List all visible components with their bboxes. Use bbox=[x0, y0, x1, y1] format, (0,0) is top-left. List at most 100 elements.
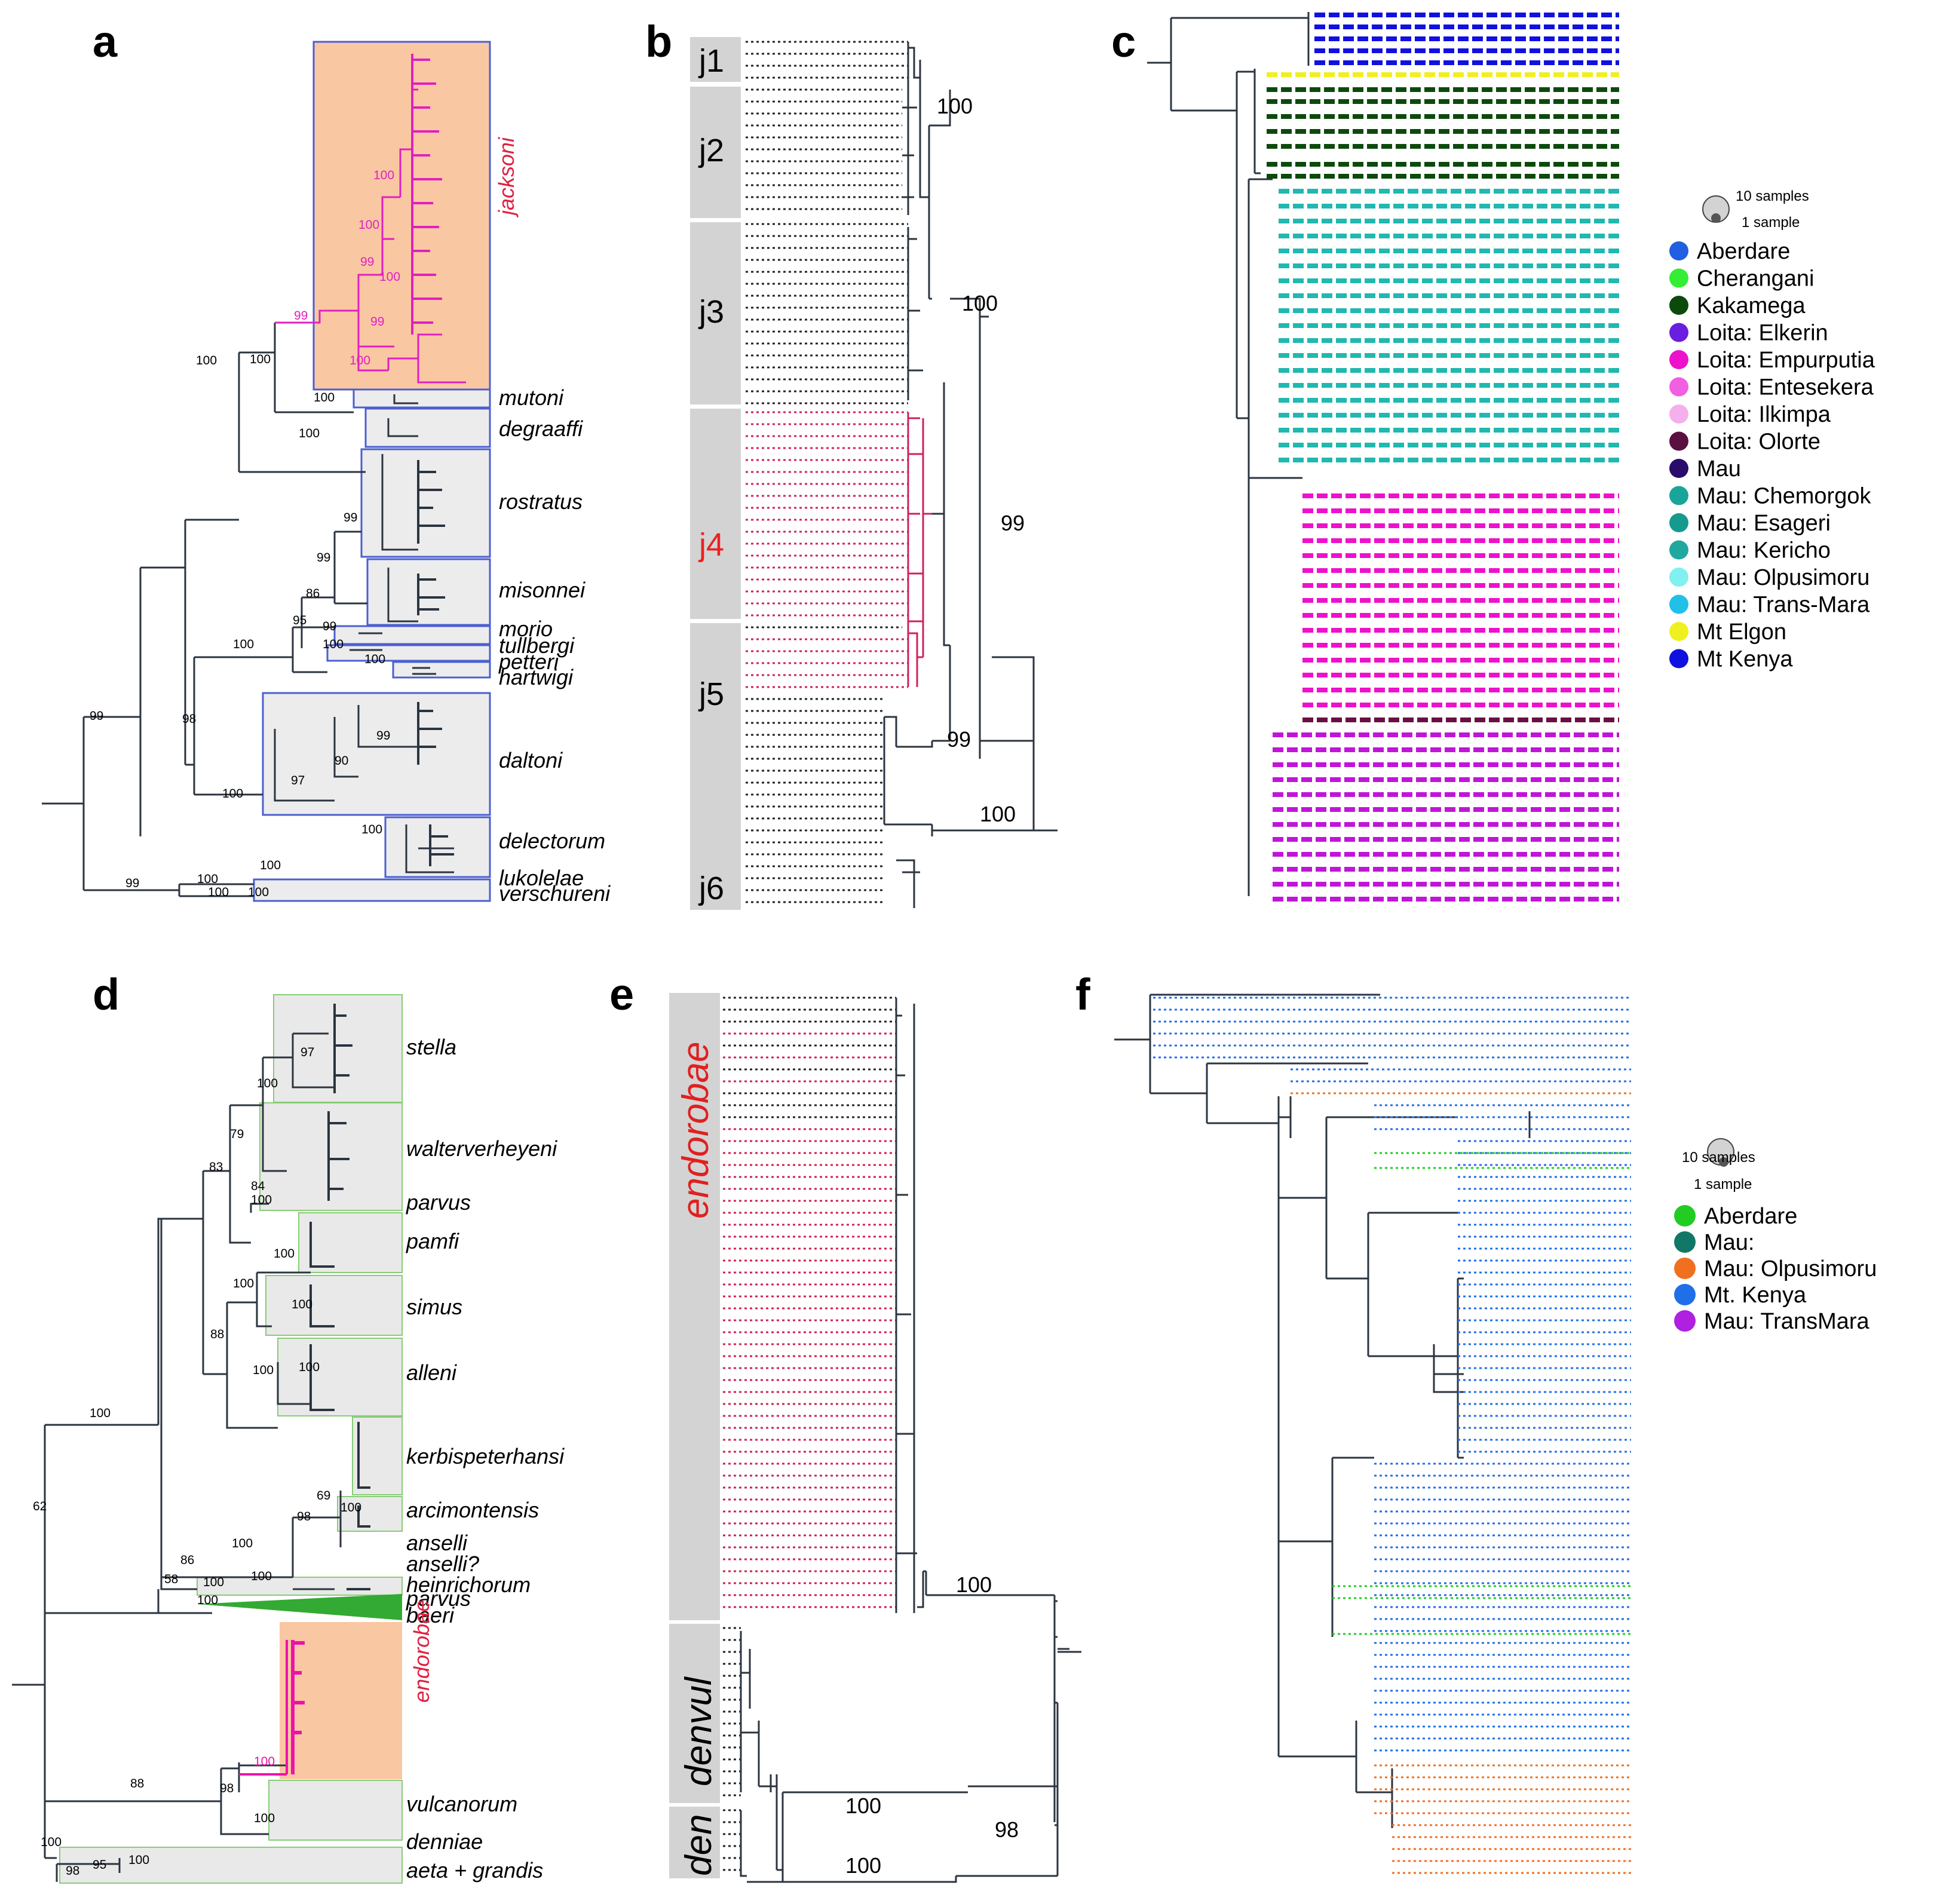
petteri-hartwigi-box bbox=[392, 661, 491, 679]
clade-label-verschureni: verschureni bbox=[499, 881, 611, 906]
legend-c-item-swatch bbox=[1669, 323, 1688, 342]
clade-label-j4: j4 bbox=[698, 527, 724, 563]
legend-f-item-label: Mt. Kenya bbox=[1704, 1283, 1807, 1308]
legend-f-item-swatch bbox=[1674, 1258, 1696, 1279]
support-d-16: 100 bbox=[341, 1501, 361, 1514]
legend-c-item-label: Mau bbox=[1697, 456, 1741, 482]
support-d-25: 100 bbox=[254, 1755, 275, 1768]
clade-label-petteri: petteri bbox=[498, 649, 559, 674]
legend-c-item-label: Loita: Entesekera bbox=[1697, 375, 1874, 400]
delectorum-box bbox=[384, 816, 491, 878]
support-a-20: 98 bbox=[182, 712, 196, 726]
support-a-4: 99 bbox=[360, 255, 374, 269]
clade-label-vulcanorum: vulcanorum bbox=[406, 1792, 517, 1816]
clade-label-degraaffi: degraaffi bbox=[499, 416, 583, 441]
support-a-21: 100 bbox=[222, 787, 243, 801]
legend-c-item-swatch bbox=[1669, 568, 1688, 587]
support-d-21: 100 bbox=[197, 1593, 218, 1607]
panel-label-b: b bbox=[645, 17, 672, 66]
support-d-3: 79 bbox=[230, 1127, 244, 1141]
clade-label-denvul: denvul bbox=[678, 1676, 719, 1786]
legend-c-item-label: Mau: Chemorgok bbox=[1697, 484, 1871, 509]
panel-label-d: d bbox=[93, 970, 119, 1019]
support-a-31: 100 bbox=[248, 885, 269, 899]
support-a-15: 100 bbox=[233, 637, 254, 651]
support-a-13: 86 bbox=[306, 587, 320, 600]
panel-label-f: f bbox=[1075, 970, 1090, 1019]
clade-label-tullbergi: tullbergi bbox=[499, 633, 575, 658]
legend-c-item-label: Cherangani bbox=[1697, 266, 1814, 292]
support-a-16: 99 bbox=[344, 511, 357, 525]
panel-label-c: c bbox=[1111, 17, 1136, 66]
c-band-loita-lower bbox=[1273, 732, 1619, 902]
support-d-24: 98 bbox=[220, 1782, 234, 1795]
clade-label-j5: j5 bbox=[698, 676, 724, 712]
f-size-legend-small bbox=[1719, 1157, 1728, 1167]
clade-label-j1: j1 bbox=[698, 43, 724, 79]
support-a-7: 100 bbox=[350, 354, 370, 367]
clade-label-alleni: alleni bbox=[406, 1360, 457, 1385]
support-d-11: 100 bbox=[253, 1363, 274, 1377]
support-d-9: 88 bbox=[210, 1327, 224, 1341]
clade-label-simus: simus bbox=[406, 1295, 462, 1319]
support-e-1: 100 bbox=[956, 1572, 992, 1597]
f-leaves-orange bbox=[1291, 1092, 1631, 1874]
size-legend-1: 1 sample bbox=[1742, 214, 1800, 231]
aeta-grandis-box bbox=[59, 1847, 403, 1884]
support-e-4: 100 bbox=[845, 1853, 881, 1878]
legend-c-item-label: Loita: Ilkimpa bbox=[1697, 402, 1831, 427]
clade-bar-j1 bbox=[690, 37, 741, 82]
clade-label-rostratus: rostratus bbox=[499, 489, 583, 514]
clade-label-endorobae: endorobae bbox=[409, 1600, 434, 1703]
clade-label-kerbispeterhansi: kerbispeterhansi bbox=[406, 1444, 565, 1468]
support-e-2: 100 bbox=[845, 1793, 881, 1818]
support-a-11: 100 bbox=[299, 427, 320, 440]
legend-c-item-label: Mau: Trans-Mara bbox=[1697, 593, 1870, 618]
jacksoni-box bbox=[312, 41, 491, 391]
legend-c-item-swatch bbox=[1669, 241, 1688, 260]
support-d-22: 62 bbox=[33, 1500, 47, 1513]
support-b-1: 100 bbox=[937, 94, 973, 118]
support-d-18: 58 bbox=[164, 1572, 178, 1586]
legend-c-item-label: Loita: Olorte bbox=[1697, 430, 1820, 455]
f-leaves-blue bbox=[1153, 997, 1631, 1752]
support-a-25: 100 bbox=[361, 823, 382, 836]
support-a-12: 99 bbox=[317, 551, 330, 565]
legend-c-item-label: Aberdare bbox=[1697, 239, 1790, 264]
legend-c-item-swatch bbox=[1669, 459, 1688, 478]
clade-label-arcimontensis: arcimontensis bbox=[406, 1498, 539, 1522]
clade-label-parvus-2: parvus bbox=[406, 1586, 471, 1611]
support-d-23: 100 bbox=[90, 1406, 111, 1420]
legend-f-item-swatch bbox=[1674, 1284, 1696, 1305]
support-d-19: 100 bbox=[203, 1575, 224, 1589]
panel-c: c 10 samples 1 sample AberdareCherangani… bbox=[1111, 12, 1875, 902]
clade-label-delectorum: delectorum bbox=[499, 829, 605, 853]
clade-label-anselli: anselli bbox=[406, 1531, 468, 1555]
legend-c-item-swatch bbox=[1669, 377, 1688, 397]
legend-c-item-label: Mt Kenya bbox=[1697, 647, 1793, 672]
clade-bar-j2 bbox=[690, 87, 741, 218]
support-b-4: 99 bbox=[947, 727, 971, 752]
legend-c-item-label: Mt Elgon bbox=[1697, 620, 1786, 645]
clade-label-endorobae-e: endorobae bbox=[675, 1042, 716, 1219]
clade-label-lukolelae: lukolelae bbox=[499, 866, 584, 890]
legend-c-item-swatch bbox=[1669, 486, 1688, 505]
support-d-12: 100 bbox=[299, 1360, 320, 1374]
support-d-4: 83 bbox=[209, 1160, 223, 1174]
legend-c-item-label: Mau: Esageri bbox=[1697, 511, 1831, 536]
size-legend-small bbox=[1711, 213, 1721, 223]
daltoni-box bbox=[262, 692, 491, 816]
support-d-7: 100 bbox=[274, 1247, 295, 1261]
f-size-legend-10: 10 samples bbox=[1682, 1149, 1755, 1166]
clade-bar-endorobae bbox=[669, 993, 720, 1620]
c-band-mtkenya bbox=[1314, 13, 1619, 65]
support-a-9: 99 bbox=[370, 315, 384, 329]
support-a-27: 99 bbox=[90, 709, 103, 723]
legend-f-item-swatch bbox=[1674, 1231, 1696, 1253]
legend-c-item-label: Loita: Elkerin bbox=[1697, 321, 1828, 346]
support-a-19: 100 bbox=[364, 652, 385, 666]
support-a-28: 99 bbox=[125, 876, 139, 890]
c-band-loita bbox=[1302, 493, 1619, 707]
c-band-kakamega bbox=[1267, 87, 1619, 179]
